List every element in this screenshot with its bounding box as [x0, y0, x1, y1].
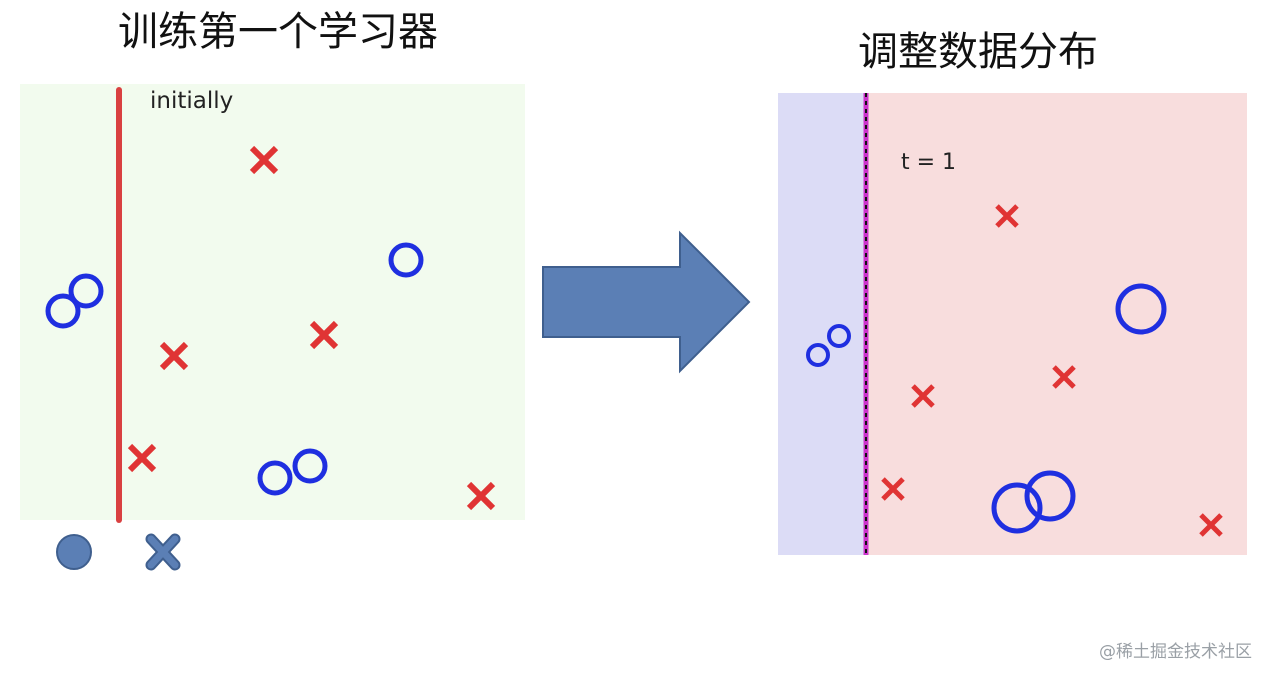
cross-marker [1199, 513, 1223, 537]
left-circles [45, 242, 424, 496]
right-panel-label: t = 1 [901, 150, 956, 175]
right-title: 调整数据分布 [858, 29, 1098, 75]
cross-marker [1052, 365, 1076, 389]
cross-icon [145, 533, 181, 571]
circle-marker [388, 242, 424, 278]
cross-marker [127, 443, 157, 473]
left-crosses [127, 145, 496, 511]
left-title: 训练第一个学习器 [118, 9, 438, 55]
circle-marker [806, 343, 830, 367]
cross-marker [466, 481, 496, 511]
transition-arrow [542, 230, 751, 374]
cross-marker [911, 384, 935, 408]
circle-marker [45, 293, 81, 329]
circle-marker [827, 324, 851, 348]
right-crosses [881, 204, 1223, 537]
arrow-icon [542, 230, 751, 374]
right-panel-right-region [866, 93, 1247, 555]
circle-marker [292, 448, 328, 484]
right-panel: t = 1 [778, 93, 1247, 555]
cross-marker [159, 341, 189, 371]
right-panel-left-region [778, 93, 866, 555]
circle-marker [1115, 283, 1167, 335]
circle-marker [1024, 470, 1076, 522]
circle-marker [68, 273, 104, 309]
left-panel-background [20, 84, 525, 520]
cross-marker [249, 145, 279, 175]
cross-marker [881, 477, 905, 501]
circle-icon [56, 534, 92, 570]
watermark: @稀土掘金技术社区 [1099, 642, 1252, 662]
right-circles [806, 283, 1167, 534]
left-panel-label: initially [150, 88, 233, 114]
legend [56, 533, 181, 571]
circle-marker [991, 482, 1043, 534]
left-panel: initially [20, 84, 525, 523]
cross-marker [995, 204, 1019, 228]
circle-marker [257, 460, 293, 496]
cross-marker [309, 320, 339, 350]
